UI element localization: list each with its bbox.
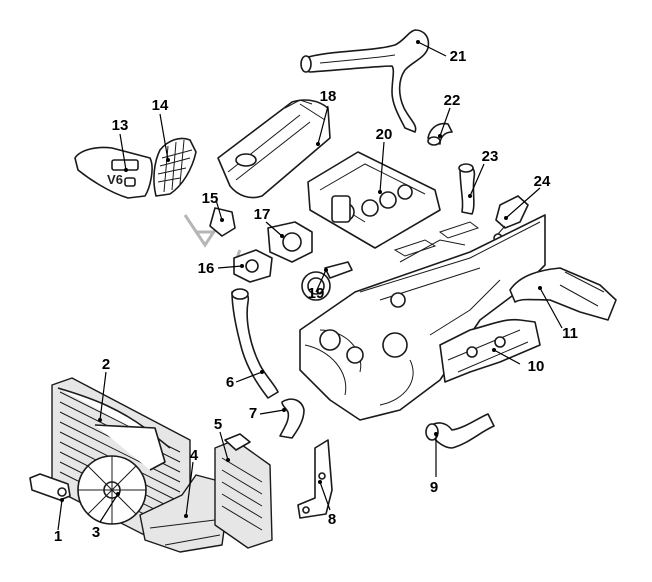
part-1-mount <box>29 473 71 501</box>
callout-23: 23 <box>482 148 499 165</box>
part-5-intercooler <box>214 433 273 549</box>
part-8-bracket <box>297 439 333 519</box>
part-17-throttle-body <box>267 221 313 263</box>
callout-18: 18 <box>320 88 337 105</box>
callout-7: 7 <box>249 405 257 422</box>
callout-11: 11 <box>562 325 578 342</box>
callout-9: 9 <box>430 479 438 496</box>
callout-14: 14 <box>152 97 169 114</box>
callout-10: 10 <box>528 358 545 375</box>
part-3-fan <box>77 455 147 525</box>
part-23-hose <box>458 163 476 215</box>
part-14-grid-panel <box>153 137 197 197</box>
part-22-elbow-hose <box>427 122 453 146</box>
callout-22: 22 <box>444 92 461 109</box>
part-13-badge-plate: V6 <box>74 146 153 199</box>
callout-16: 16 <box>198 260 215 277</box>
part-20-intake-manifold <box>307 151 441 249</box>
part-6-hose <box>231 288 279 399</box>
cover-badge-text: V6 <box>107 172 123 187</box>
callout-3: 3 <box>92 524 100 541</box>
callout-17: 17 <box>254 206 271 223</box>
callout-6: 6 <box>226 374 234 391</box>
part-7-bent-hose <box>279 398 305 439</box>
part-9-hose <box>425 413 495 449</box>
callout-15: 15 <box>202 190 219 207</box>
callout-21: 21 <box>450 48 467 65</box>
engine-block <box>299 214 546 421</box>
part-15-throttle-part <box>209 207 236 237</box>
callout-2: 2 <box>102 356 110 373</box>
callouts: 1 2 3 4 5 6 7 8 9 10 11 13 14 15 16 17 1… <box>54 48 578 545</box>
part-21-coolant-pipe <box>300 29 430 133</box>
callout-4: 4 <box>190 447 199 464</box>
callout-13: 13 <box>112 117 129 134</box>
part-18-engine-cover <box>217 99 331 199</box>
callout-1: 1 <box>54 528 62 545</box>
part-16-idle-valve <box>233 249 273 283</box>
callout-5: 5 <box>214 416 222 433</box>
part-10-exhaust-manifold <box>439 318 541 383</box>
callout-8: 8 <box>328 511 336 528</box>
callout-19: 19 <box>308 285 325 302</box>
callout-20: 20 <box>376 126 393 143</box>
leader-lines <box>57 40 563 531</box>
part-11-exhaust-pipe <box>509 267 617 321</box>
callout-24: 24 <box>534 173 551 190</box>
